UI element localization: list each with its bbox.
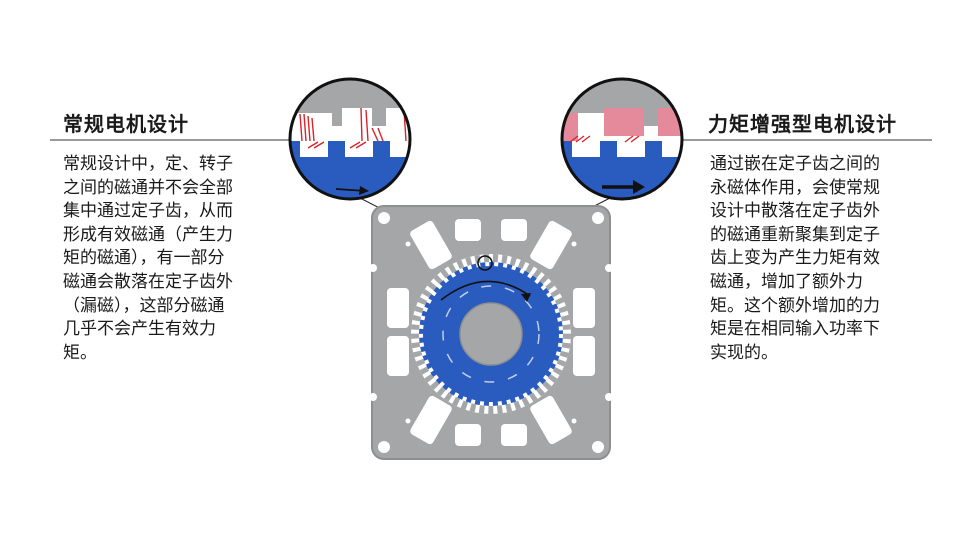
enhanced-design-description: 通过嵌在定子齿之间的 永磁体作用，会使常规 设计中散落在定子齿外 的磁通重新聚集… (710, 154, 880, 363)
permanent-magnet (604, 108, 644, 136)
stator-slots (387, 219, 595, 446)
left-heading-rule (50, 139, 294, 141)
conventional-design-description: 常规设计中，定、转子 之间的磁通并不会全部 集中通过定子齿，从而 形成有效磁通（… (63, 154, 233, 363)
enhanced-design-heading: 力矩增强型电机设计 (708, 112, 897, 136)
conventional-zoom-circle (288, 77, 412, 201)
rotation-arrow (440, 280, 531, 301)
right-flux-arrow-head (633, 180, 645, 194)
conventional-design-heading: 常规电机设计 (63, 112, 189, 136)
mounting-holes (369, 212, 613, 453)
right-heading-rule (682, 139, 932, 141)
enhanced-zoom-circle (560, 77, 684, 201)
rotor (411, 254, 571, 414)
rotation-arrow-head (521, 293, 531, 302)
left-flux-arrow-head (359, 186, 369, 195)
zoom-marker (477, 255, 493, 271)
rotor-shaft (459, 302, 523, 366)
